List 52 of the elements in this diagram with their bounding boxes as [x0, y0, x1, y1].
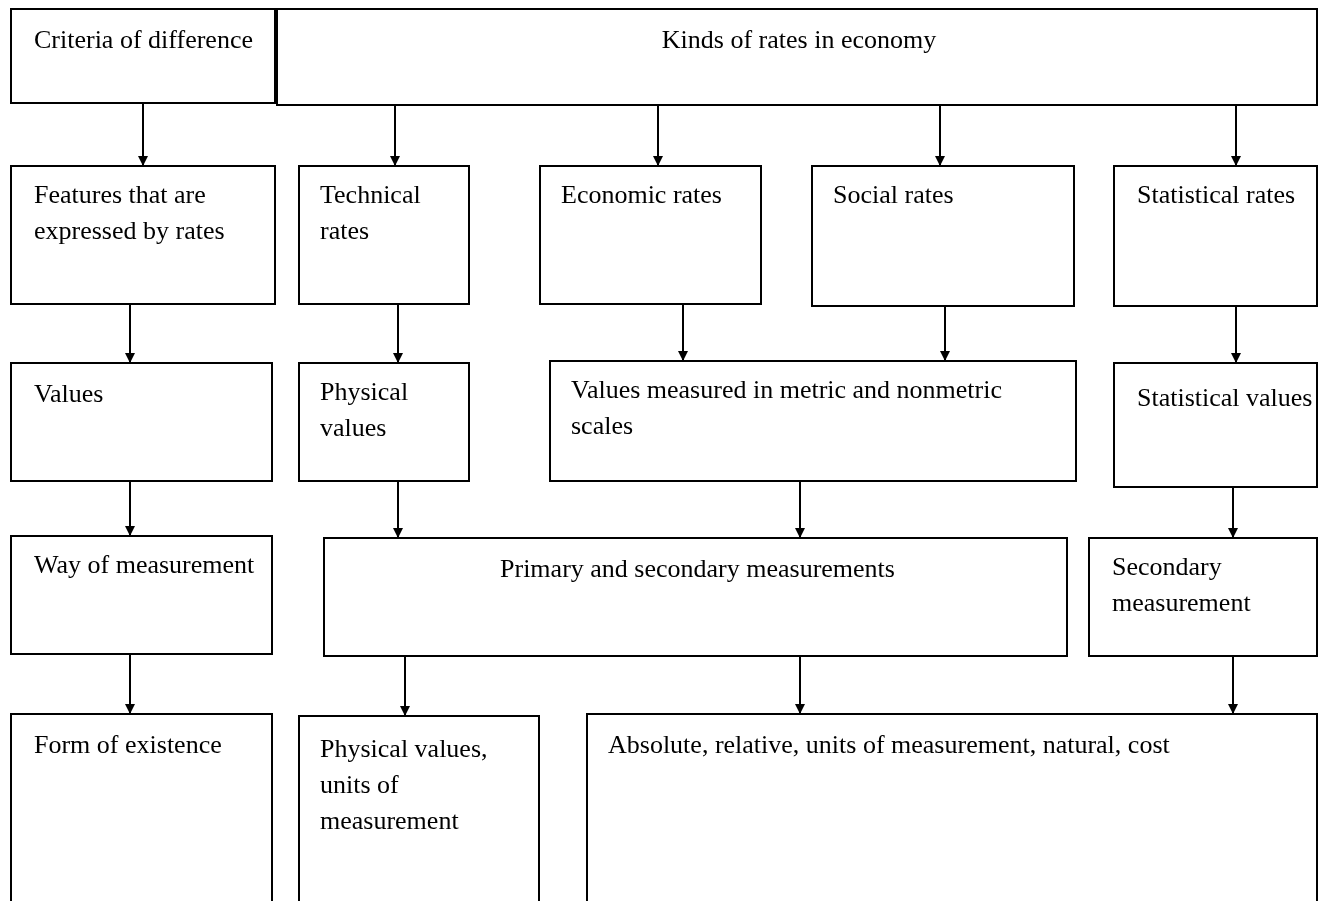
box-label: Secondary measurement: [1112, 551, 1252, 619]
box-label: Statistical values: [1137, 382, 1314, 414]
box-label: Features that are expressed by rates: [34, 179, 226, 247]
box-label: Way of measurement: [34, 549, 256, 581]
arrow: [125, 654, 135, 714]
arrow: [125, 304, 135, 363]
process-box: [1113, 165, 1318, 307]
process-box: [1113, 362, 1318, 488]
process-box: [298, 165, 470, 305]
process-box: [10, 362, 273, 482]
arrow: [400, 656, 410, 716]
process-box: [811, 165, 1075, 307]
box-label: Social rates: [833, 179, 955, 211]
process-box: [298, 362, 470, 482]
arrow: [138, 103, 148, 166]
process-box: [10, 165, 276, 305]
arrow: [795, 656, 805, 714]
box-label: Values: [34, 378, 105, 410]
box-label: Criteria of difference: [34, 24, 254, 56]
box-label: Primary and secondary measurements: [499, 553, 896, 585]
arrow: [1231, 105, 1241, 166]
arrow: [1228, 487, 1238, 538]
arrow: [1231, 306, 1241, 363]
box-label: Form of existence: [34, 729, 223, 761]
box-label: Technical rates: [320, 179, 422, 247]
process-box: [298, 715, 540, 901]
box-label: Physical values, units of measurement: [320, 733, 489, 837]
process-box: [10, 535, 273, 655]
box-label: Values measured in metric and nonmetric scales: [571, 374, 1004, 442]
arrow: [393, 481, 403, 538]
arrow: [390, 105, 400, 166]
process-box: [539, 165, 762, 305]
box-label: Absolute, relative, units of measurement, natural, cost: [608, 729, 1171, 761]
process-box: [10, 8, 276, 104]
process-box: [276, 8, 1318, 106]
box-label: Statistical rates: [1137, 179, 1297, 211]
box-label: Kinds of rates in economy: [660, 24, 938, 56]
box-label: Economic rates: [561, 179, 723, 211]
arrow: [940, 306, 950, 361]
process-box: [323, 537, 1068, 657]
arrow: [125, 481, 135, 536]
process-box: [586, 713, 1318, 901]
arrow: [653, 105, 663, 166]
arrow: [1228, 656, 1238, 714]
process-box: [10, 713, 273, 901]
arrow: [795, 481, 805, 538]
process-box: [1088, 537, 1318, 657]
arrow: [678, 304, 688, 361]
arrow: [393, 304, 403, 363]
box-label: Physical values: [320, 376, 410, 444]
arrow: [935, 105, 945, 166]
process-box: [549, 360, 1077, 482]
